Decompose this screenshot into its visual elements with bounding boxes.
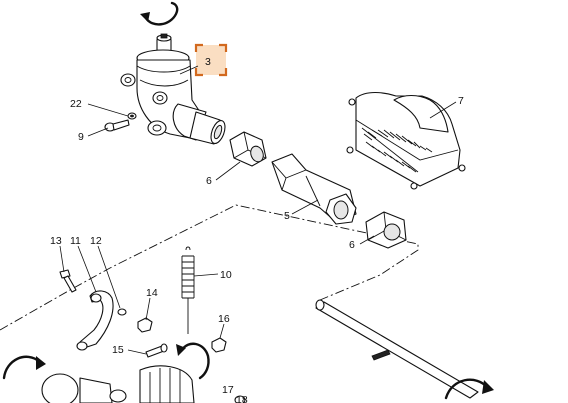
rotation-arrow-top [140,1,179,26]
callout-labels: 3 22 9 7 6 5 6 13 11 12 10 14 16 15 17 1… [50,56,464,403]
spring-10 [181,246,195,334]
label-13: 13 [50,235,62,247]
nut-16 [211,337,227,353]
label-12: 12 [90,235,102,247]
label-3: 3 [205,56,211,68]
label-5: 5 [284,210,290,222]
washer-12 [117,308,127,316]
rotation-arrow-left [2,355,46,380]
label-9: 9 [78,131,84,143]
label-10: 10 [220,269,232,281]
label-18: 18 [236,394,248,403]
assembly-boundary-line [0,204,419,331]
guard-grill [363,129,433,173]
nut-14 [137,317,153,333]
bolt-13 [59,269,77,293]
rotation-arrow-middle [176,342,210,380]
hex-nut-6-lower [365,211,407,249]
label-14: 14 [146,287,158,299]
label-7: 7 [458,95,464,107]
lower-engine-fragment [41,365,246,403]
gearbox-housing [120,33,226,145]
screw-15 [145,343,168,358]
leader-lines [59,65,457,355]
label-17: 17 [222,384,234,396]
drive-shaft [315,299,479,399]
bracket-11 [76,290,114,351]
label-11: 11 [70,235,81,247]
label-16: 16 [218,313,230,325]
label-6-upper: 6 [206,175,212,187]
screw-9 [104,119,130,132]
label-22: 22 [70,98,82,110]
rotation-arrow-right [444,378,494,400]
washer-22 [127,112,137,120]
coupling-tube-5 [271,153,357,225]
hex-nut-6-upper [229,131,267,167]
label-15: 15 [112,344,124,356]
highlight-marker [194,43,228,77]
label-6-lower: 6 [349,239,355,251]
